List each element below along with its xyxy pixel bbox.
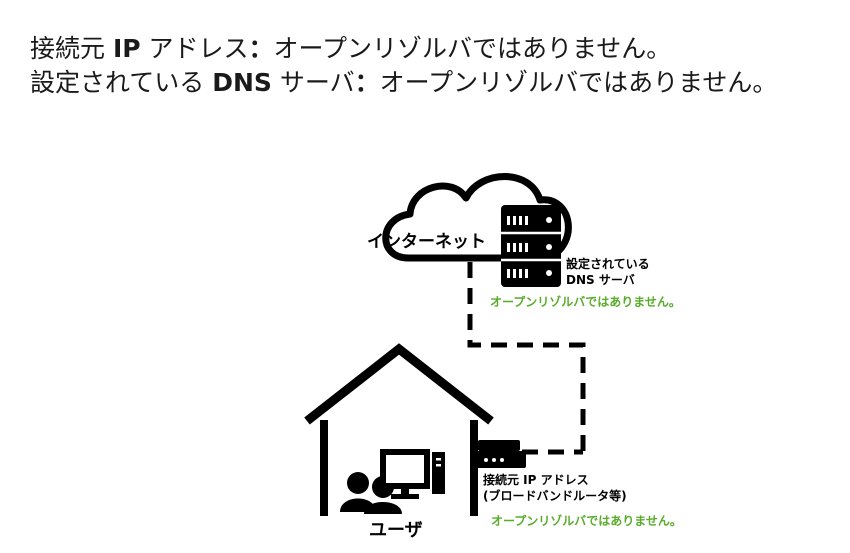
source-ip-label-prefix: 接続元 xyxy=(30,34,113,63)
internet-to-router-link xyxy=(467,262,586,452)
status-headline: 接続元 IP アドレス：オープンリゾルバではありません。 設定されている DNS… xyxy=(30,32,777,100)
internet-label: インターネット xyxy=(367,232,486,252)
source-ip-separator: ： xyxy=(248,34,274,63)
users-icon xyxy=(340,472,402,514)
router-status: オープンリゾルバではありません。 xyxy=(491,513,682,528)
dns-server-separator: ： xyxy=(354,68,380,97)
computer-icon xyxy=(380,449,445,499)
source-ip-status-line: 接続元 IP アドレス：オープンリゾルバではありません。 xyxy=(30,32,777,66)
source-ip-status-text: オープンリゾルバではありません。 xyxy=(273,34,672,63)
dns-server-label-suffix: サーバ xyxy=(271,68,355,97)
connection-lines xyxy=(467,262,586,455)
dns-server-status: オープンリゾルバではありません。 xyxy=(490,294,681,309)
source-ip-label-term: IP xyxy=(112,34,141,63)
user-label: ユーザ xyxy=(369,520,423,541)
router-label-line2: (ブロードバンドルータ等) xyxy=(483,488,627,503)
dns-server-status-line: 設定されている DNS サーバ：オープンリゾルバではありません。 xyxy=(30,66,777,100)
source-ip-label-suffix: アドレス xyxy=(140,34,249,63)
router-label: 接続元 IP アドレス xyxy=(483,472,589,487)
house-icon xyxy=(304,343,494,516)
dns-server-status-text: オープンリゾルバではありません。 xyxy=(379,68,778,97)
dns-server-label: 設定されている xyxy=(566,256,650,271)
dns-server-label-prefix: 設定されている xyxy=(30,68,213,97)
dns-server-label-line2: DNS サーバ xyxy=(566,273,635,287)
dns-server-icon xyxy=(501,205,561,287)
dns-server-label-term: DNS xyxy=(212,68,272,97)
router-icon xyxy=(470,440,526,468)
